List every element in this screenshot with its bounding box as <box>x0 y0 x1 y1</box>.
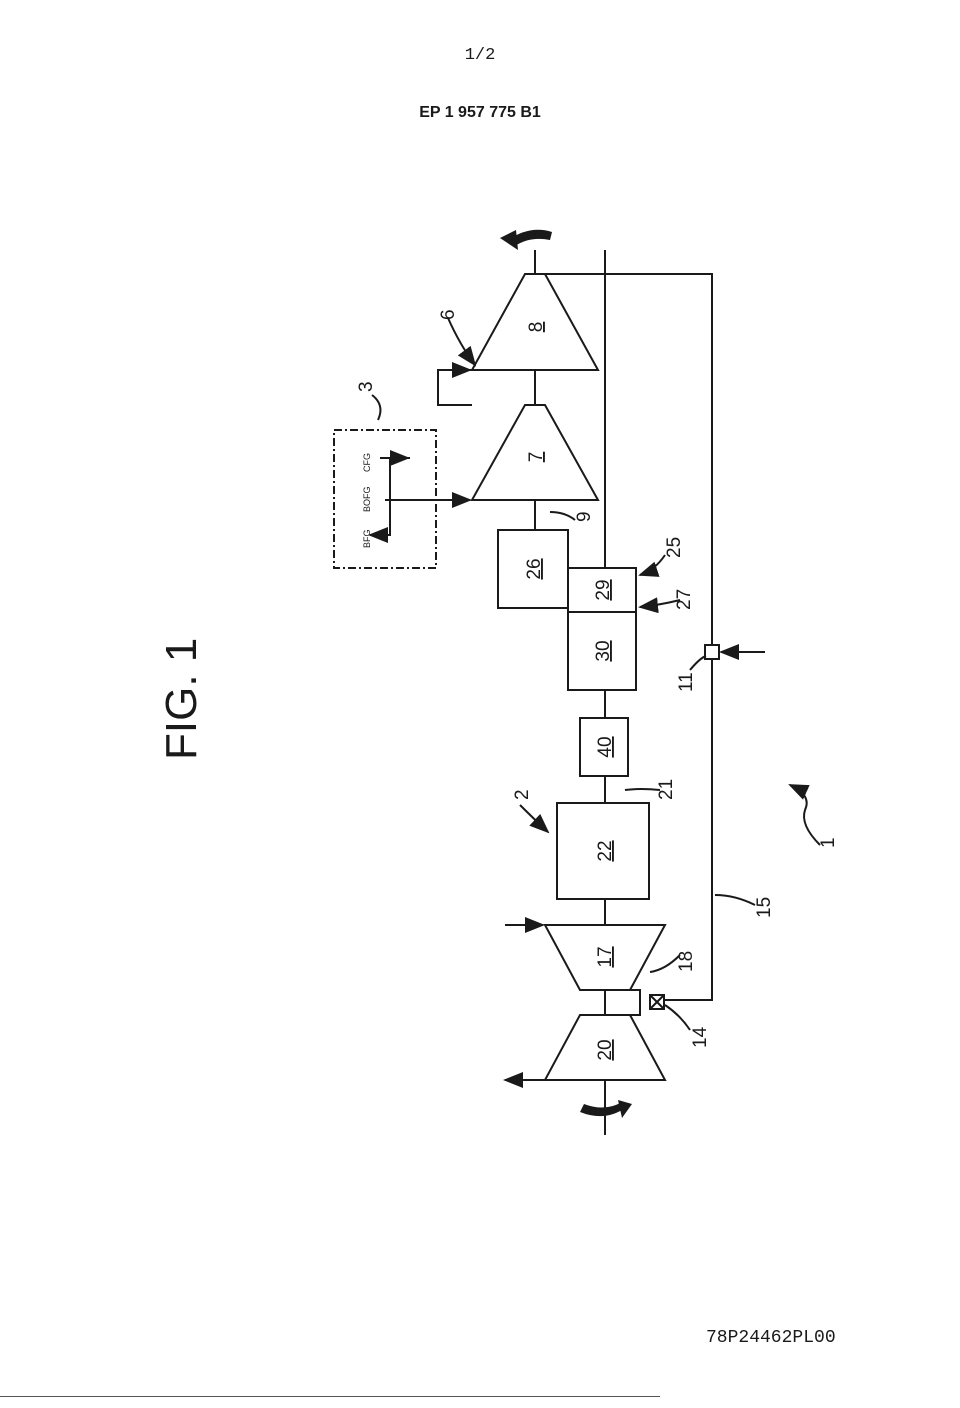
block-29-shape <box>567 567 637 613</box>
publication-number: EP 1 957 775 B1 <box>419 104 541 121</box>
rotation-arrow-top <box>500 229 552 250</box>
block-26-shape <box>497 529 569 609</box>
label-20: 20 <box>595 1039 616 1060</box>
label-26: 26 <box>524 558 545 579</box>
gas-label-bfg: BFG <box>362 529 372 548</box>
ref-11: 11 <box>676 672 697 692</box>
leader-27 <box>638 597 681 614</box>
ref-14: 14 <box>690 1026 711 1048</box>
ref-15: 15 <box>754 897 775 918</box>
ref-27: 27 <box>674 589 695 610</box>
compressor-7-shape <box>470 404 600 501</box>
leader-2 <box>519 804 550 834</box>
label-40: 40 <box>595 736 616 757</box>
ref-1: 1 <box>818 837 839 848</box>
connection-7-8 <box>437 369 472 406</box>
gas-label-bofg: BOFG <box>362 486 372 512</box>
gas-route-bfg <box>368 457 410 543</box>
label-30: 30 <box>593 640 614 661</box>
figure-title: FIG. 1 <box>157 638 206 760</box>
ref-25: 25 <box>664 537 685 558</box>
page-number: 1/2 <box>464 46 496 65</box>
leader-9 <box>549 511 576 521</box>
ref-2: 2 <box>512 789 533 800</box>
valve-11-shape <box>704 644 720 660</box>
footer-code: 78P24462PL00 <box>706 1328 836 1348</box>
bottom-rule <box>0 1396 660 1397</box>
leader-11 <box>689 655 707 671</box>
block-22-shape <box>556 802 650 900</box>
valve-14-cross-b <box>649 994 665 1010</box>
leader-6 <box>447 317 477 367</box>
bleed-line-15 <box>545 273 713 1001</box>
block-30-shape <box>567 611 637 691</box>
ref-3: 3 <box>356 381 377 392</box>
label-7: 7 <box>526 452 547 463</box>
block-40-shape <box>579 717 629 777</box>
label-8: 8 <box>526 322 547 333</box>
leader-1 <box>788 784 821 846</box>
label-17: 17 <box>595 946 616 967</box>
leader-15 <box>714 894 756 906</box>
ref-21: 21 <box>656 779 677 800</box>
leader-18 <box>649 954 681 973</box>
bypass-18 <box>630 989 641 1016</box>
leader-25 <box>638 554 666 577</box>
leader-21 <box>624 788 661 791</box>
turbine-20-shape <box>543 1014 667 1081</box>
gas-label-cfg: CFG <box>362 453 372 472</box>
compressor-8-shape <box>470 273 600 371</box>
label-22: 22 <box>595 840 616 861</box>
leader-14 <box>664 1004 691 1031</box>
leader-3 <box>371 394 382 421</box>
label-29: 29 <box>593 579 614 600</box>
ref-18: 18 <box>676 951 697 972</box>
ref-6: 6 <box>438 309 459 320</box>
rotation-arrow-bottom <box>580 1100 632 1118</box>
ref-9: 9 <box>574 511 595 522</box>
